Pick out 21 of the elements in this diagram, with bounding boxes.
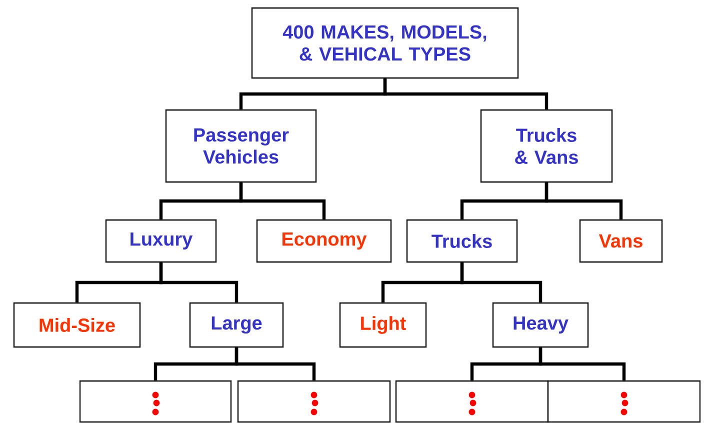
connector: [159, 262, 238, 302]
connector: [460, 262, 542, 302]
empty-box: [237, 380, 391, 423]
category-box: Mid-Size: [13, 302, 141, 348]
connector: [234, 348, 316, 380]
category-box: Trucks: [406, 219, 518, 263]
category-box: Passenger Vehicles: [165, 109, 317, 183]
category-box: Light: [339, 302, 427, 348]
connector: [383, 78, 548, 110]
empty-box: [547, 380, 701, 423]
category-box: 400 MAKES, MODELS, & VEHICAL TYPES: [251, 7, 519, 79]
connector: [239, 182, 326, 220]
category-box: Trucks & Vans: [480, 109, 613, 183]
connector: [544, 182, 623, 220]
category-box: Heavy: [492, 302, 589, 348]
category-box: Economy: [256, 219, 392, 263]
category-box: Vans: [579, 219, 663, 263]
category-box: Large: [189, 302, 284, 348]
category-box: Luxury: [105, 219, 217, 263]
empty-box: [79, 380, 232, 423]
connector: [538, 348, 626, 380]
